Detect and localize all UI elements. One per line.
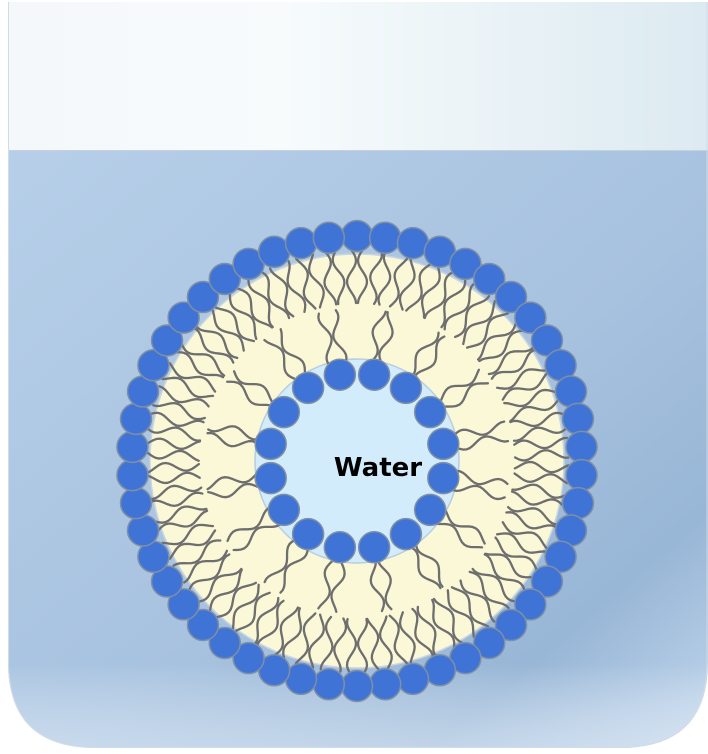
outer-lipid-head [370, 669, 401, 700]
outer-lipid-head [342, 671, 373, 702]
inner-lipid-head [390, 372, 421, 403]
inner-lipid-head [359, 359, 390, 390]
inner-lipid-head [268, 397, 299, 428]
outer-lipid-head [117, 460, 148, 491]
outer-lipid-head [313, 669, 344, 700]
outer-lipid-head [342, 221, 373, 252]
outer-lipid-head [120, 403, 151, 434]
inner-lipid-head [415, 494, 446, 525]
outer-lipid-head [555, 376, 586, 407]
outer-lipid-head [120, 488, 151, 519]
inner-lipid-head [324, 359, 355, 390]
outer-lipid-head [563, 488, 594, 519]
inner-lipid-head [268, 494, 299, 525]
air-region [0, 0, 708, 150]
inner-lipid-head [428, 428, 459, 459]
inner-lipid-head [390, 519, 421, 550]
outer-lipid-head [370, 222, 401, 253]
outer-lipid-head [313, 222, 344, 253]
inner-lipid-head [324, 532, 355, 563]
inner-lipid-head [359, 532, 390, 563]
inner-lipid-head [293, 372, 324, 403]
inner-lipid-head [293, 519, 324, 550]
inner-lipid-head [428, 463, 459, 494]
center-label: Water [334, 453, 422, 483]
outer-lipid-head [566, 431, 597, 462]
inner-lipid-head [255, 428, 286, 459]
inner-lipid-head [255, 463, 286, 494]
outer-lipid-head [397, 663, 428, 694]
outer-lipid-head [566, 460, 597, 491]
outer-lipid-head [286, 228, 317, 259]
outer-lipid-head [563, 403, 594, 434]
outer-lipid-head [128, 515, 159, 546]
outer-lipid-head [117, 431, 148, 462]
liposome: Water [117, 221, 597, 702]
inner-lipid-head [415, 397, 446, 428]
